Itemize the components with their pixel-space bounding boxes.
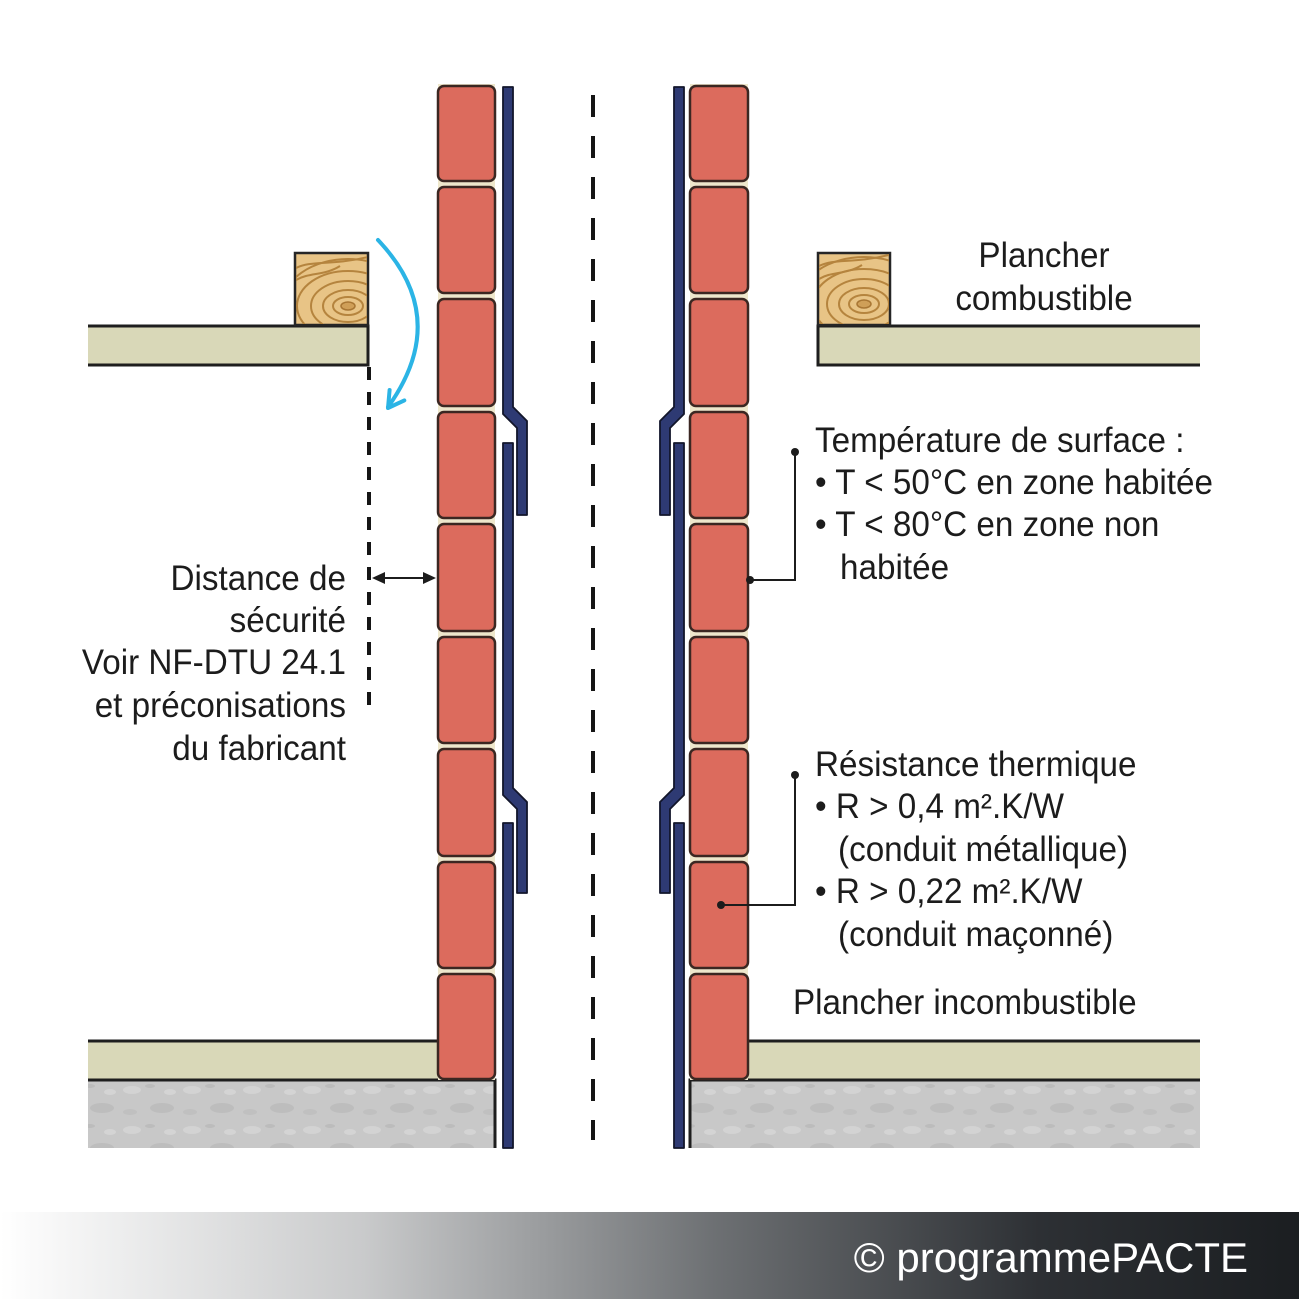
label-line: et préconisations [95,686,346,725]
label-heading: Température de surface : [815,421,1185,460]
double-arrow-icon [372,572,436,584]
label-line: Voir NF-DTU 24.1 [82,643,346,682]
concrete-slab [690,1080,1200,1148]
brick [436,860,497,970]
label-line: (conduit maçonné) [838,915,1113,954]
label-line: habitée [840,548,949,587]
liner-section-lower [502,822,514,1149]
brick [436,84,497,183]
footer-band: © programmePACTE [0,1212,1299,1299]
label-line: • T < 50°C en zone habitée [815,463,1213,502]
label-line: sécurité [230,601,346,640]
brick [688,747,750,858]
curved-arrow-shaft [376,238,420,409]
floor-slab [88,326,368,365]
label-line: Plancher [978,236,1109,275]
brick [436,522,497,633]
left-combustible-floor [88,324,370,367]
wood-grain [296,256,367,324]
label-line: combustible [955,279,1132,318]
liner-section-upper [659,86,685,516]
label-line: • R > 0,4 m².K/W [815,787,1065,826]
floor-outline [816,324,1200,367]
concrete-slab [88,1080,495,1148]
brick [688,860,750,970]
brick [688,297,750,408]
brick [688,410,750,520]
floor-slab [748,1041,1200,1080]
leader-dot-end [746,576,754,584]
combustible-floor-label: Plancher combustible [955,236,1132,318]
brick [688,84,750,183]
safety-distance-label: Distance de sécurité Voir NF-DTU 24.1 et… [82,559,347,768]
curved-arrow-icon [376,238,420,410]
label-line: du fabricant [172,729,346,768]
floor-outline [88,324,370,367]
brick [436,297,497,408]
liner-section-upper [502,86,528,516]
leader-dot-end [717,901,725,909]
brick [436,747,497,858]
left-incombustible-floor [88,1039,497,1148]
brick [688,972,750,1081]
copyright-credit: © programmePACTE [854,1234,1248,1281]
leader-line [750,452,796,581]
right-combustible-floor [816,324,1200,367]
brick [688,522,750,633]
brick [436,185,497,295]
liner-section-middle [502,442,528,894]
label-heading: Résistance thermique [815,745,1136,784]
arrowhead-left [372,572,385,584]
right-brick-wall [688,84,750,1081]
label-line: (conduit métallique) [838,830,1128,869]
label-line: Distance de [170,559,346,598]
brick [436,635,497,745]
brick [688,185,750,295]
temperature-leader [746,448,799,584]
right-incombustible-floor [688,1039,1200,1148]
brick [436,410,497,520]
right-flue-liner [659,86,685,1149]
leader-line [721,775,796,906]
curved-arrow-head [386,388,407,410]
floor-slab [818,326,1200,365]
brick [436,972,497,1081]
incombustible-floor-label: Plancher incombustible [793,983,1137,1022]
arrowhead-right [423,572,436,584]
left-brick-wall [436,84,497,1081]
leader-dot-start [791,448,799,456]
resistance-leader [717,771,799,909]
floor-slab [88,1041,438,1080]
thermal-resistance-label: Résistance thermique • R > 0,4 m².K/W (c… [815,745,1136,954]
left-flue-liner [502,86,528,1149]
liner-section-middle [659,442,685,894]
label-line: • T < 80°C en zone non [815,505,1159,544]
leader-dot-start [791,771,799,779]
brick [688,635,750,745]
label-line: • R > 0,22 m².K/W [815,872,1083,911]
surface-temperature-label: Température de surface : • T < 50°C en z… [815,421,1213,587]
wood-grain [819,254,889,324]
left-wood-beam [293,251,370,327]
liner-section-lower [673,822,685,1149]
right-wood-beam [816,251,892,327]
footer-background [0,1212,1299,1299]
